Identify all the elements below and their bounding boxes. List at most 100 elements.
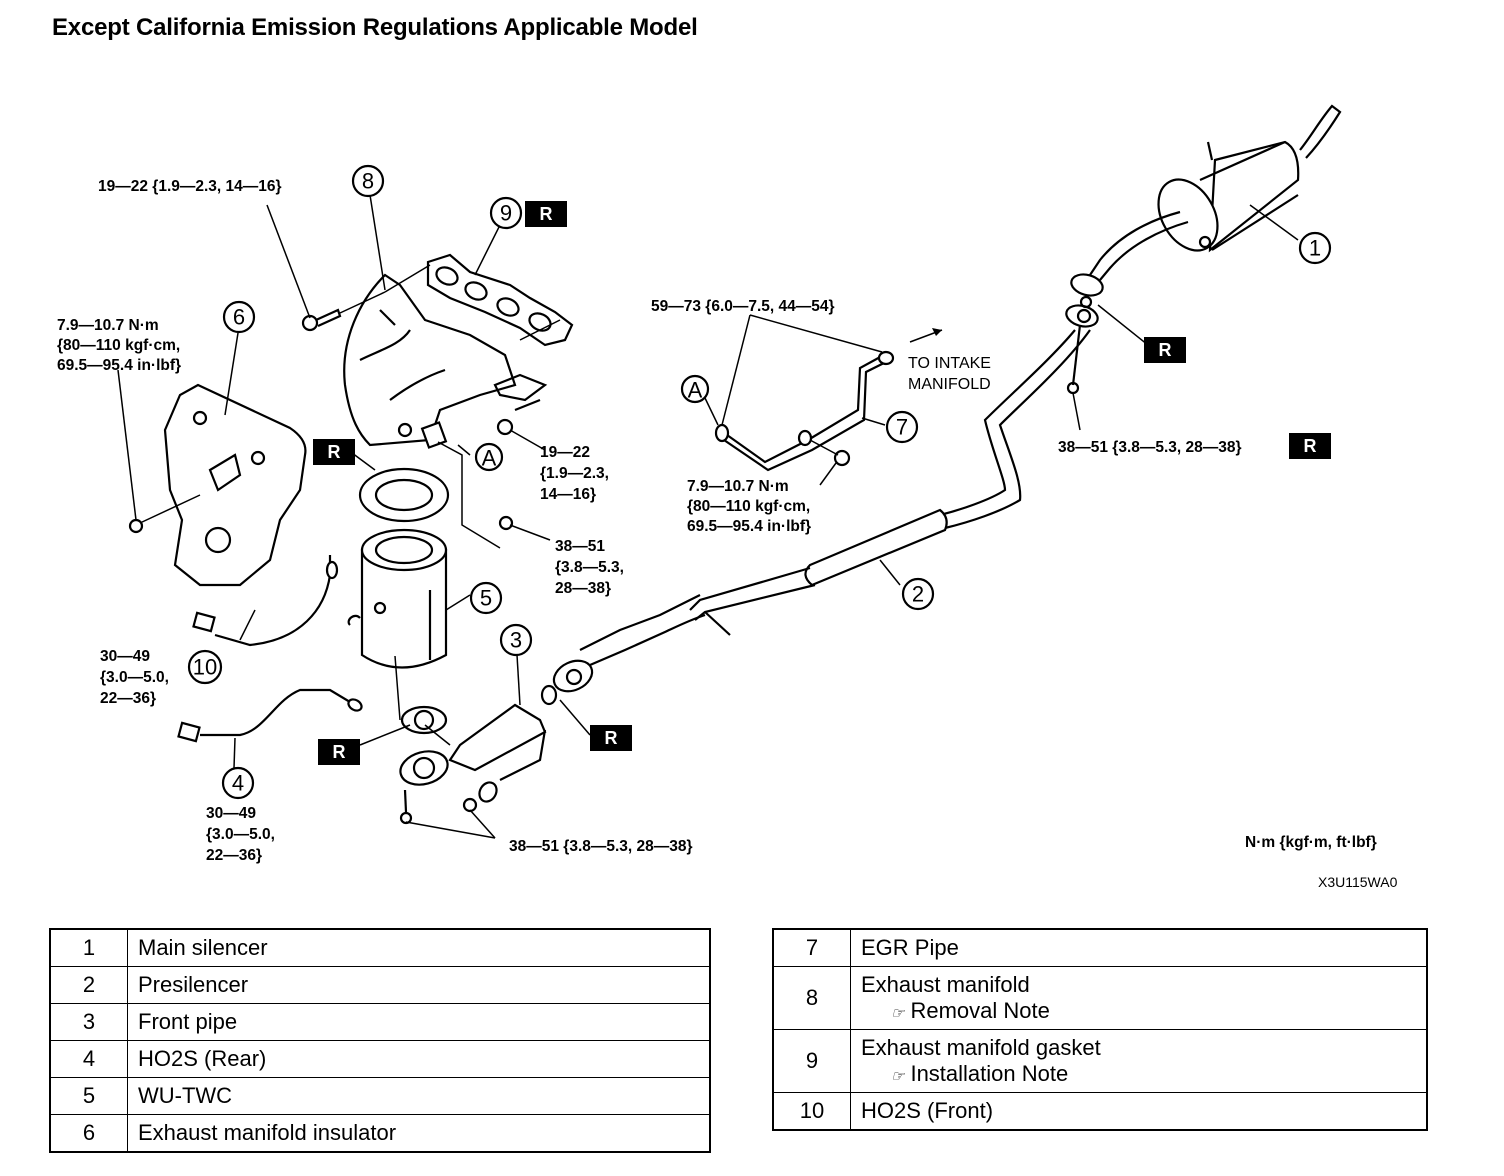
torque-stay-line3: 14—16}	[540, 486, 596, 503]
part-num: 2	[49, 966, 128, 1004]
marker-a-egr: A	[680, 374, 710, 404]
torque-egr-fittings: 59—73 {6.0—7.5, 44—54}	[651, 298, 835, 315]
diagram-title: Except California Emission Regulations A…	[52, 14, 698, 41]
marker-a-manifold: A	[474, 442, 504, 472]
replace-badge: R	[1144, 337, 1186, 363]
part-name: Exhaust manifold	[861, 972, 1030, 997]
part-num: 4	[49, 1040, 128, 1078]
torque-twc-nut-line3: 28—38}	[555, 580, 611, 597]
svg-text:A: A	[688, 378, 703, 403]
part-name: EGR Pipe	[850, 928, 1428, 967]
removal-note-label: Removal Note	[910, 998, 1050, 1023]
main-silencer-drawing	[1089, 104, 1342, 281]
to-intake-line1: TO INTAKE	[908, 355, 991, 372]
replace-badge: R	[590, 725, 632, 751]
callout-9: 9	[489, 196, 523, 230]
part-name: WU-TWC	[127, 1077, 711, 1115]
svg-text:8: 8	[362, 169, 374, 194]
figure-code: X3U115WA0	[1318, 874, 1398, 890]
callout-7: 7	[885, 410, 919, 444]
part-num: 8	[772, 966, 851, 1030]
torque-twc-nut-line2: {3.8—5.3,	[555, 559, 624, 576]
to-intake-line2: MANIFOLD	[908, 376, 991, 393]
ho2s-rear-drawing	[177, 688, 363, 743]
part-name: Exhaust manifold gasket	[861, 1035, 1101, 1060]
installation-note-link[interactable]: ☞ Installation Note	[861, 1061, 1426, 1087]
torque-twc-nut-line1: 38—51	[555, 538, 605, 555]
manifold-insulator-drawing	[128, 383, 307, 587]
torque-manifold-bolt: 19—22 {1.9—2.3, 14—16}	[98, 178, 282, 195]
part-name: HO2S (Front)	[850, 1092, 1428, 1131]
wu-twc-drawing	[347, 467, 450, 735]
presilencer-drawing	[579, 329, 1091, 667]
callout-6: 6	[222, 300, 256, 334]
torque-insulator-line3: 69.5—95.4 in·lbf}	[57, 357, 181, 374]
svg-text:9: 9	[500, 201, 512, 226]
replace-badge: R	[313, 439, 355, 465]
svg-text:10: 10	[193, 655, 217, 680]
callout-5: 5	[469, 581, 503, 615]
reference-icon: ☞	[891, 1068, 905, 1085]
torque-ho2s-front-line1: 30—49	[100, 648, 150, 665]
part-name: Main silencer	[127, 928, 711, 967]
installation-note-label: Installation Note	[910, 1061, 1069, 1086]
svg-text:R: R	[605, 728, 618, 748]
torque-stay-line1: 19—22	[540, 444, 590, 461]
svg-text:R: R	[333, 742, 346, 762]
torque-insulator-line2: {80—110 kgf·cm,	[57, 337, 180, 354]
front-pipe-drawing	[399, 659, 594, 825]
torque-egr-bracket-line2: {80—110 kgf·cm,	[687, 498, 810, 515]
torque-silencer-nut: 38—51 {3.8—5.3, 28—38}	[1058, 439, 1242, 456]
svg-text:R: R	[540, 204, 553, 224]
torque-ho2s-rear-line1: 30—49	[206, 805, 256, 822]
callout-1: 1	[1298, 231, 1332, 265]
part-name: Exhaust manifold insulator	[127, 1114, 711, 1153]
torque-stay-line2: {1.9—2.3,	[540, 465, 609, 482]
svg-text:3: 3	[510, 628, 522, 653]
part-num: 7	[772, 928, 851, 967]
torque-insulator-line1: 7.9—10.7 N·m	[57, 317, 159, 334]
part-num: 5	[49, 1077, 128, 1115]
callout-4: 4	[221, 766, 255, 800]
callout-8: 8	[351, 164, 385, 198]
callout-2: 2	[901, 577, 935, 611]
part-num: 6	[49, 1114, 128, 1153]
svg-text:6: 6	[233, 305, 245, 330]
part-num: 1	[49, 928, 128, 967]
torque-egr-bracket-line1: 7.9—10.7 N·m	[687, 478, 789, 495]
torque-ho2s-front-line2: {3.0—5.0,	[100, 669, 169, 686]
manifold-stay-drawing	[437, 373, 548, 549]
torque-egr-bracket-line3: 69.5—95.4 in·lbf}	[687, 518, 811, 535]
part-name: HO2S (Rear)	[127, 1040, 711, 1078]
removal-note-link[interactable]: ☞Removal Note	[861, 998, 1426, 1024]
table-row: 8 Exhaust manifold ☞Removal Note	[772, 966, 1428, 1030]
silencer-flange-drawing	[1065, 273, 1104, 395]
svg-text:R: R	[1159, 340, 1172, 360]
svg-text:7: 7	[896, 415, 908, 440]
torque-ho2s-rear-line3: 22—36}	[206, 847, 262, 864]
svg-text:A: A	[482, 446, 497, 471]
units-legend: N·m {kgf·m, ft·lbf}	[1245, 834, 1377, 851]
exhaust-system-diagram: 1 2 3 4 5 6 7 8 9 10 A A R R R R R R 19—…	[57, 104, 1398, 890]
callout-3: 3	[499, 623, 533, 657]
table-row: 9 Exhaust manifold gasket ☞Installation …	[772, 1029, 1428, 1093]
replace-badge: R	[525, 201, 567, 227]
torque-ho2s-rear-line2: {3.0—5.0,	[206, 826, 275, 843]
ho2s-front-drawing	[192, 555, 339, 647]
part-num: 3	[49, 1003, 128, 1041]
svg-text:R: R	[1304, 436, 1317, 456]
svg-text:4: 4	[232, 771, 244, 796]
callout-10: 10	[187, 649, 223, 685]
svg-text:5: 5	[480, 586, 492, 611]
replace-badge: R	[1289, 433, 1331, 459]
